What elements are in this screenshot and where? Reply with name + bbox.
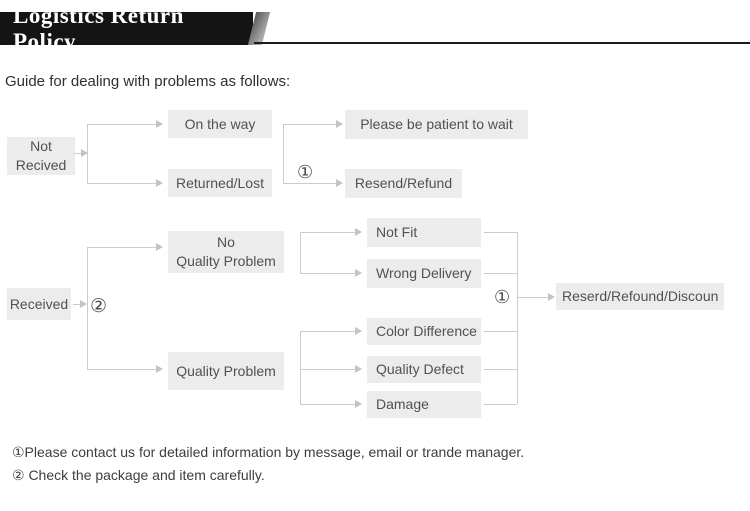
connector-line [517,297,550,298]
connector-line [300,331,301,405]
node-not-fit: Not Fit [367,218,481,247]
node-returned-lost: Returned/Lost [168,169,272,197]
banner-title: Logistics Return Policy [0,3,253,54]
connector-line [74,153,83,154]
connector-line [300,404,355,405]
arrow-icon [355,269,362,277]
node-no-quality-problem: No Quality Problem [168,231,284,273]
marker-circle-two: ② [90,295,108,317]
footnote-1: ①Please contact us for detailed informat… [12,444,525,460]
footnote-2: ② Check the package and item carefully. [12,467,265,483]
arrow-icon [80,300,87,308]
arrow-icon [355,400,362,408]
arrow-icon [548,293,555,301]
connector-line [283,124,284,184]
arrow-icon [355,327,362,335]
node-quality-defect: Quality Defect [367,356,481,383]
arrow-icon [355,228,362,236]
connector-line [87,183,156,184]
marker-circle-one-right: ① [494,287,511,308]
arrow-icon [156,120,163,128]
connector-line [283,183,336,184]
connector-line [484,404,517,405]
arrow-icon [156,243,163,251]
connector-line [484,232,517,233]
node-on-the-way: On the way [168,110,272,138]
node-quality-problem: Quality Problem [168,352,284,390]
arrow-icon [336,179,343,187]
connector-line [87,124,88,184]
connector-line [517,232,518,404]
connector-line [73,304,82,305]
intro-text: Guide for dealing with problems as follo… [5,73,291,90]
node-wrong-delivery: Wrong Delivery [367,259,481,288]
connector-line [484,369,517,370]
connector-line [283,124,336,125]
header-divider-line [254,42,750,44]
connector-line [484,273,517,274]
connector-line [300,232,301,273]
arrow-icon [156,179,163,187]
connector-line [87,124,156,125]
connector-line [300,273,355,274]
connector-line [87,247,156,248]
marker-circle-one-top: ① [297,162,314,183]
node-resend-refund: Resend/Refund [345,169,462,198]
node-received: Received [7,288,71,320]
arrow-icon [81,149,88,157]
arrow-icon [355,365,362,373]
node-be-patient: Please be patient to wait [345,110,528,139]
node-resolution: Reserd/Refound/Discoun [556,283,724,310]
connector-line [300,331,355,332]
connector-line [484,331,517,332]
connector-line [300,369,355,370]
arrow-icon [156,365,163,373]
node-not-received: Not Recived [7,137,75,175]
arrow-icon [336,120,343,128]
connector-line [87,369,156,370]
connector-line [87,247,88,369]
connector-line [300,232,355,233]
node-damage: Damage [367,391,481,418]
node-color-difference: Color Difference [367,318,481,345]
